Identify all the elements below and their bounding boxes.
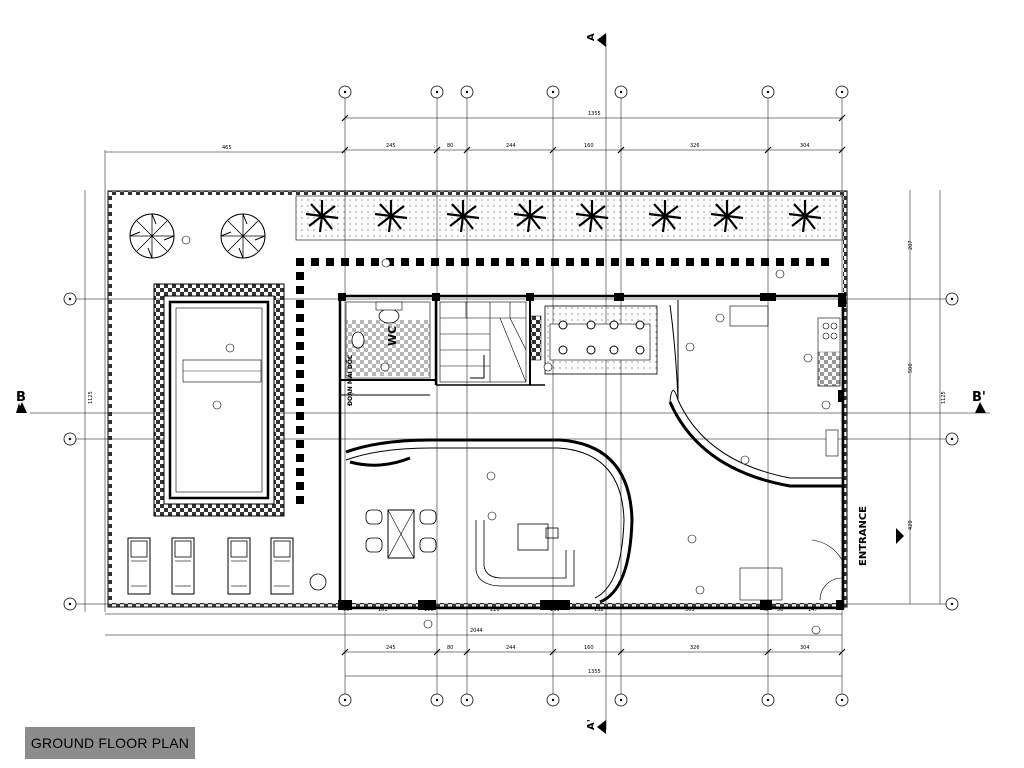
dim-bottom-seg-9: 36 (777, 607, 783, 613)
dim-bottom-grid-3: 244 (506, 645, 516, 651)
dim-bottom-grid-2: 80 (447, 645, 453, 651)
kitchen-counter (530, 305, 658, 375)
swimming-pool (153, 283, 285, 517)
staircase (439, 301, 527, 383)
level-markers (181, 235, 831, 635)
section-marks (16, 33, 986, 734)
dim-bottom-seg-7: 365 (685, 607, 695, 613)
wc-label: WC (386, 326, 399, 346)
dim-bottom-grid-overall: 1355 (588, 669, 601, 675)
dim-top-seg-6: 304 (800, 143, 810, 149)
columns (338, 293, 846, 610)
dim-left-overall: 1125 (88, 391, 94, 404)
sloped-roof-label: ĐOẠN MÁI DỐC (346, 354, 354, 406)
dim-right-seg-2: 500 (908, 363, 914, 373)
dim-top-seg-1: 245 (386, 143, 396, 149)
dim-top-seg-2: 80 (447, 143, 453, 149)
section-mark-b-right: B' (972, 390, 986, 405)
dim-bottom-grid-4: 160 (584, 645, 594, 651)
dim-bottom-seg-10: 147 (808, 607, 818, 613)
dim-bottom-seg-2: 181 (378, 607, 388, 613)
dim-right-seg-3: 420 (908, 520, 914, 530)
entrance-arrow (896, 528, 904, 544)
section-mark-a-top: A (586, 33, 597, 41)
dim-top-overall: 1355 (588, 111, 601, 117)
stepping-stones (296, 258, 829, 504)
planter (309, 573, 327, 591)
entrance-label: ENTRANCE (858, 506, 869, 566)
sofa (475, 520, 575, 587)
dim-top-seg-5: 326 (690, 143, 700, 149)
dimension-lines (84, 117, 941, 677)
dim-right-overall: 1125 (941, 391, 947, 404)
dining-table (365, 509, 437, 559)
dim-bottom-seg-4: 220 (490, 607, 500, 613)
sun-loungers (127, 537, 294, 595)
dim-bottom-seg-6: 132 (594, 607, 604, 613)
section-mark-b-left: B (16, 390, 26, 405)
patio-umbrellas (129, 213, 266, 259)
right-room-fixtures (729, 305, 843, 601)
dimension-ticks (341, 114, 846, 656)
house-walls (338, 294, 845, 610)
dim-bottom-grid-6: 304 (800, 645, 810, 651)
garden-strip (295, 195, 844, 241)
curved-walls (345, 300, 842, 604)
dim-top-seg-3: 244 (506, 143, 516, 149)
dim-top-left: 465 (222, 145, 232, 151)
dim-top-seg-4: 160 (584, 143, 594, 149)
dim-right-seg-1: 207 (908, 240, 914, 250)
section-mark-a-bottom: A' (586, 719, 597, 730)
drawing-title: GROUND FLOOR PLAN (25, 727, 195, 759)
dim-bottom-grid-5: 326 (690, 645, 700, 651)
dim-bottom-overall: 2044 (470, 628, 483, 634)
dim-bottom-grid-1: 245 (386, 645, 396, 651)
